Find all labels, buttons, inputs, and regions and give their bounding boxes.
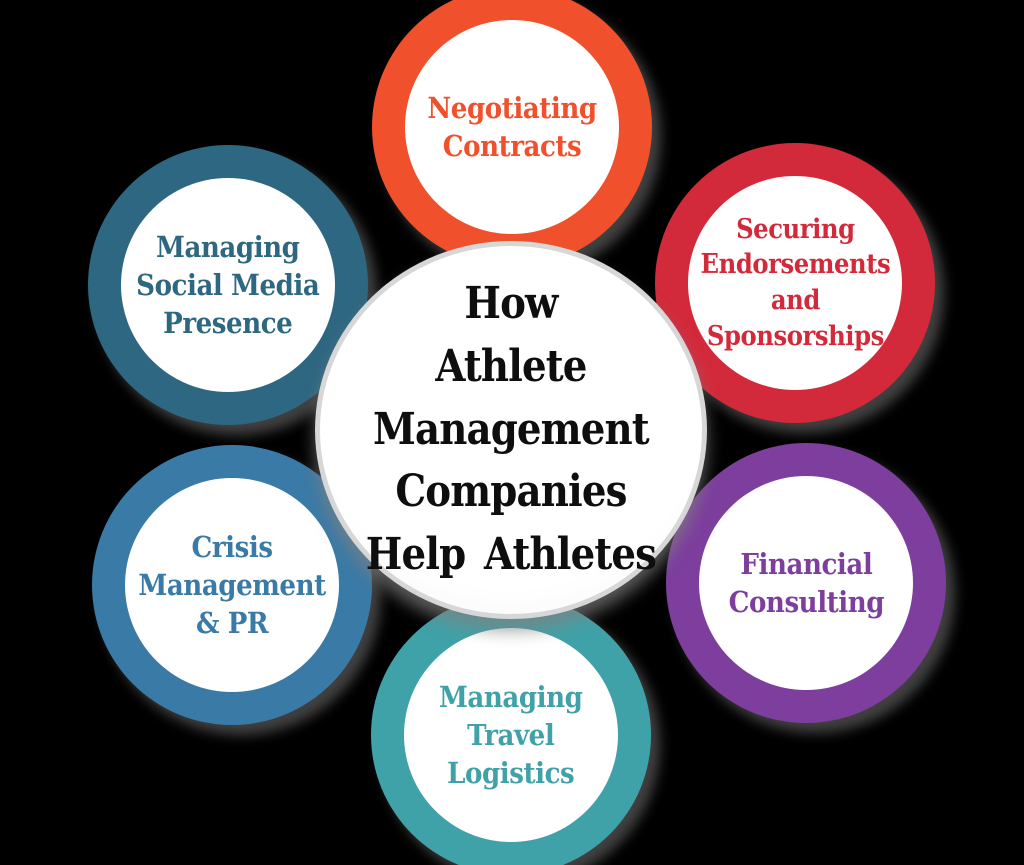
circle-inner-negotiating-contracts: Negotiating Contracts [405, 20, 619, 234]
center-title: How Athlete Management Companies Help At… [365, 277, 657, 581]
label-negotiating-contracts: Negotiating Contracts [427, 90, 597, 163]
circle-inner-managing-travel-logistics: Managing Travel Logistics [404, 628, 618, 842]
circle-negotiating-contracts: Negotiating Contracts [372, 0, 652, 267]
label-crisis-management-pr: Crisis Management & PR [138, 529, 326, 641]
label-securing-endorsements: Securing Endorsements and Sponsorships [700, 213, 890, 352]
circle-inner-managing-social-media-presence: Managing Social Media Presence [121, 178, 335, 392]
label-managing-social-media-presence: Managing Social Media Presence [136, 229, 320, 341]
label-managing-travel-logistics: Managing Travel Logistics [439, 679, 583, 791]
circle-managing-travel-logistics: Managing Travel Logistics [371, 595, 651, 865]
circle-securing-endorsements: Securing Endorsements and Sponsorships [655, 143, 935, 423]
label-financial-consulting: Financial Consulting [728, 546, 884, 619]
circle-financial-consulting: Financial Consulting [666, 443, 946, 723]
circle-inner-financial-consulting: Financial Consulting [699, 476, 913, 690]
center-circle: How Athlete Management Companies Help At… [315, 241, 707, 619]
circle-inner-securing-endorsements: Securing Endorsements and Sponsorships [688, 176, 902, 390]
circle-inner-crisis-management-pr: Crisis Management & PR [125, 478, 339, 692]
